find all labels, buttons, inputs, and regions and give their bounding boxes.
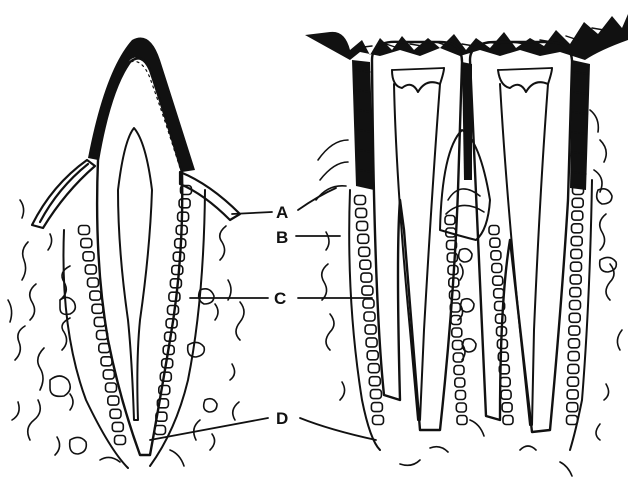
membrane-bead — [101, 357, 112, 366]
membrane-bead — [369, 377, 380, 386]
membrane-bead — [358, 234, 369, 243]
membrane-bead — [570, 275, 581, 284]
membrane-bead — [568, 364, 579, 373]
papilla-lines — [446, 189, 484, 214]
membrane-bead — [367, 351, 378, 360]
membrane-bead — [572, 198, 583, 207]
membrane-bead — [371, 403, 382, 412]
membrane-bead — [572, 211, 583, 220]
membrane-bead — [170, 279, 181, 288]
membrane-bead — [496, 314, 506, 323]
membrane-bead — [355, 196, 366, 205]
membrane-bead — [454, 366, 464, 375]
membrane-bead — [455, 378, 465, 387]
membrane-bead — [179, 199, 190, 208]
membrane-bead — [569, 339, 580, 348]
membrane-bead — [112, 422, 123, 431]
membrane-bead — [445, 216, 455, 225]
membrane-bead — [490, 238, 500, 247]
membrane-bead — [172, 266, 183, 275]
membrane-bead — [115, 436, 126, 445]
membrane-bead — [457, 416, 467, 425]
membrane-bead — [79, 226, 90, 235]
membrane-bead — [456, 391, 466, 400]
label-b: B — [276, 228, 288, 247]
membrane-bead — [568, 377, 579, 386]
membrane-bead — [370, 390, 381, 399]
membrane-bead — [502, 403, 512, 412]
label-c: C — [274, 289, 286, 308]
membrane-bead — [366, 338, 377, 347]
membrane-bead — [85, 265, 96, 274]
left-gum — [32, 160, 240, 228]
membrane-bead — [103, 370, 114, 379]
membrane-bead — [571, 262, 582, 271]
membrane-bead — [452, 328, 462, 337]
membrane-bead — [160, 372, 171, 381]
membrane-bead — [567, 416, 578, 425]
membrane-bead — [567, 403, 578, 412]
membrane-bead — [92, 304, 103, 313]
membrane-bead — [356, 208, 367, 217]
right-teeth — [305, 14, 628, 476]
membrane-bead — [494, 289, 504, 298]
membrane-bead — [81, 239, 92, 248]
membrane-bead — [503, 416, 513, 425]
right-membrane-beads-4 — [567, 186, 584, 425]
membrane-bead — [570, 288, 581, 297]
membrane-bead — [567, 390, 578, 399]
membrane-bead — [362, 286, 373, 295]
membrane-bead — [364, 312, 375, 321]
membrane-bead — [83, 252, 94, 261]
membrane-bead — [453, 341, 463, 350]
membrane-bead — [108, 396, 119, 405]
leader-d-right — [300, 418, 376, 440]
label-a: A — [276, 203, 288, 222]
membrane-bead — [568, 352, 579, 361]
membrane-bead — [451, 316, 461, 325]
membrane-bead — [359, 247, 370, 256]
membrane-bead — [357, 221, 368, 230]
membrane-bead — [500, 378, 510, 387]
membrane-bead — [361, 273, 372, 282]
membrane-bead — [368, 364, 379, 373]
right-membrane-beads-1 — [355, 196, 384, 425]
left-enamel — [88, 38, 195, 173]
left-membrane-beads-l — [79, 226, 126, 445]
membrane-bead — [493, 276, 503, 285]
label-d: D — [276, 409, 288, 428]
left-tooth — [8, 38, 244, 469]
membrane-bead — [569, 313, 580, 322]
membrane-bead — [363, 299, 374, 308]
membrane-bead — [90, 291, 101, 300]
membrane-bead — [489, 226, 499, 235]
membrane-bead — [571, 237, 582, 246]
membrane-bead — [169, 292, 180, 301]
membrane-bead — [365, 325, 376, 334]
membrane-bead — [106, 383, 117, 392]
membrane-bead — [572, 224, 583, 233]
membrane-bead — [360, 260, 371, 269]
membrane-bead — [373, 416, 384, 425]
membrane-bead — [570, 301, 581, 310]
membrane-bead — [456, 403, 466, 412]
membrane-bead — [88, 278, 99, 287]
membrane-bead — [569, 326, 580, 335]
membrane-bead — [501, 390, 511, 399]
membrane-bead — [168, 306, 179, 315]
leader-d-left — [150, 418, 268, 440]
left-pulp — [118, 128, 152, 420]
left-bone-texture — [8, 200, 244, 466]
right-membrane-beads-2 — [445, 216, 467, 425]
membrane-bead — [492, 264, 502, 273]
membrane-bead — [491, 251, 501, 260]
membrane-bead — [571, 249, 582, 258]
membrane-bead — [110, 409, 121, 418]
right-gum-ridge — [305, 14, 628, 60]
left-socket-line-r — [150, 190, 205, 466]
